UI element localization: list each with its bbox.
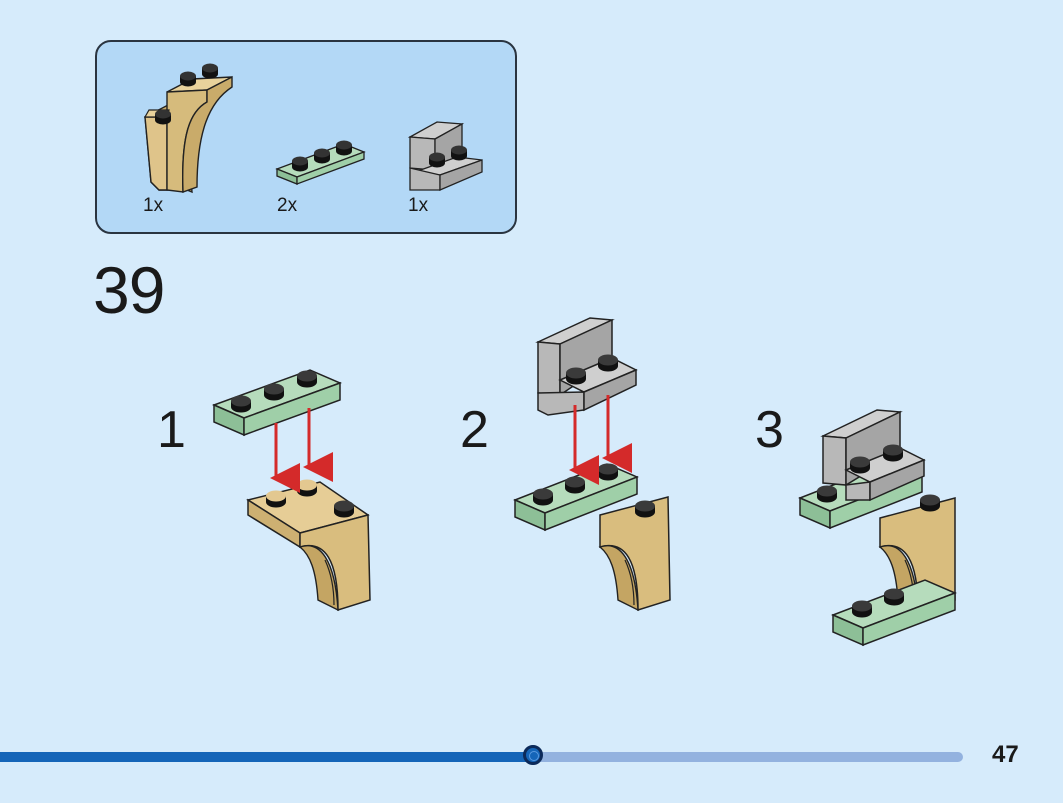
part-qty-bracket: 1x	[408, 195, 429, 216]
step-number: 39	[93, 253, 165, 327]
build-illustrations	[211, 317, 957, 647]
substep-2-illustration	[513, 317, 671, 612]
substep-1-illustration	[211, 369, 371, 612]
green-plate-part-icon	[275, 140, 366, 185]
progress-bar	[0, 745, 963, 765]
part-qty-plate: 2x	[277, 195, 298, 216]
progress-fill	[0, 752, 533, 762]
parts-illustrations	[143, 63, 483, 194]
substep-label-1: 1	[157, 401, 186, 459]
tan-arch-part-icon	[143, 63, 233, 194]
part-qty-arch: 1x	[143, 195, 164, 216]
grey-bracket-part-icon	[407, 121, 483, 191]
substep-label-3: 3	[755, 401, 784, 459]
progress-knob	[523, 745, 543, 765]
page-number: 47	[992, 741, 1019, 768]
parts-callout: 1x 2x 1x	[95, 40, 517, 234]
substep-3-illustration	[798, 409, 957, 647]
substep-label-2: 2	[460, 401, 489, 459]
